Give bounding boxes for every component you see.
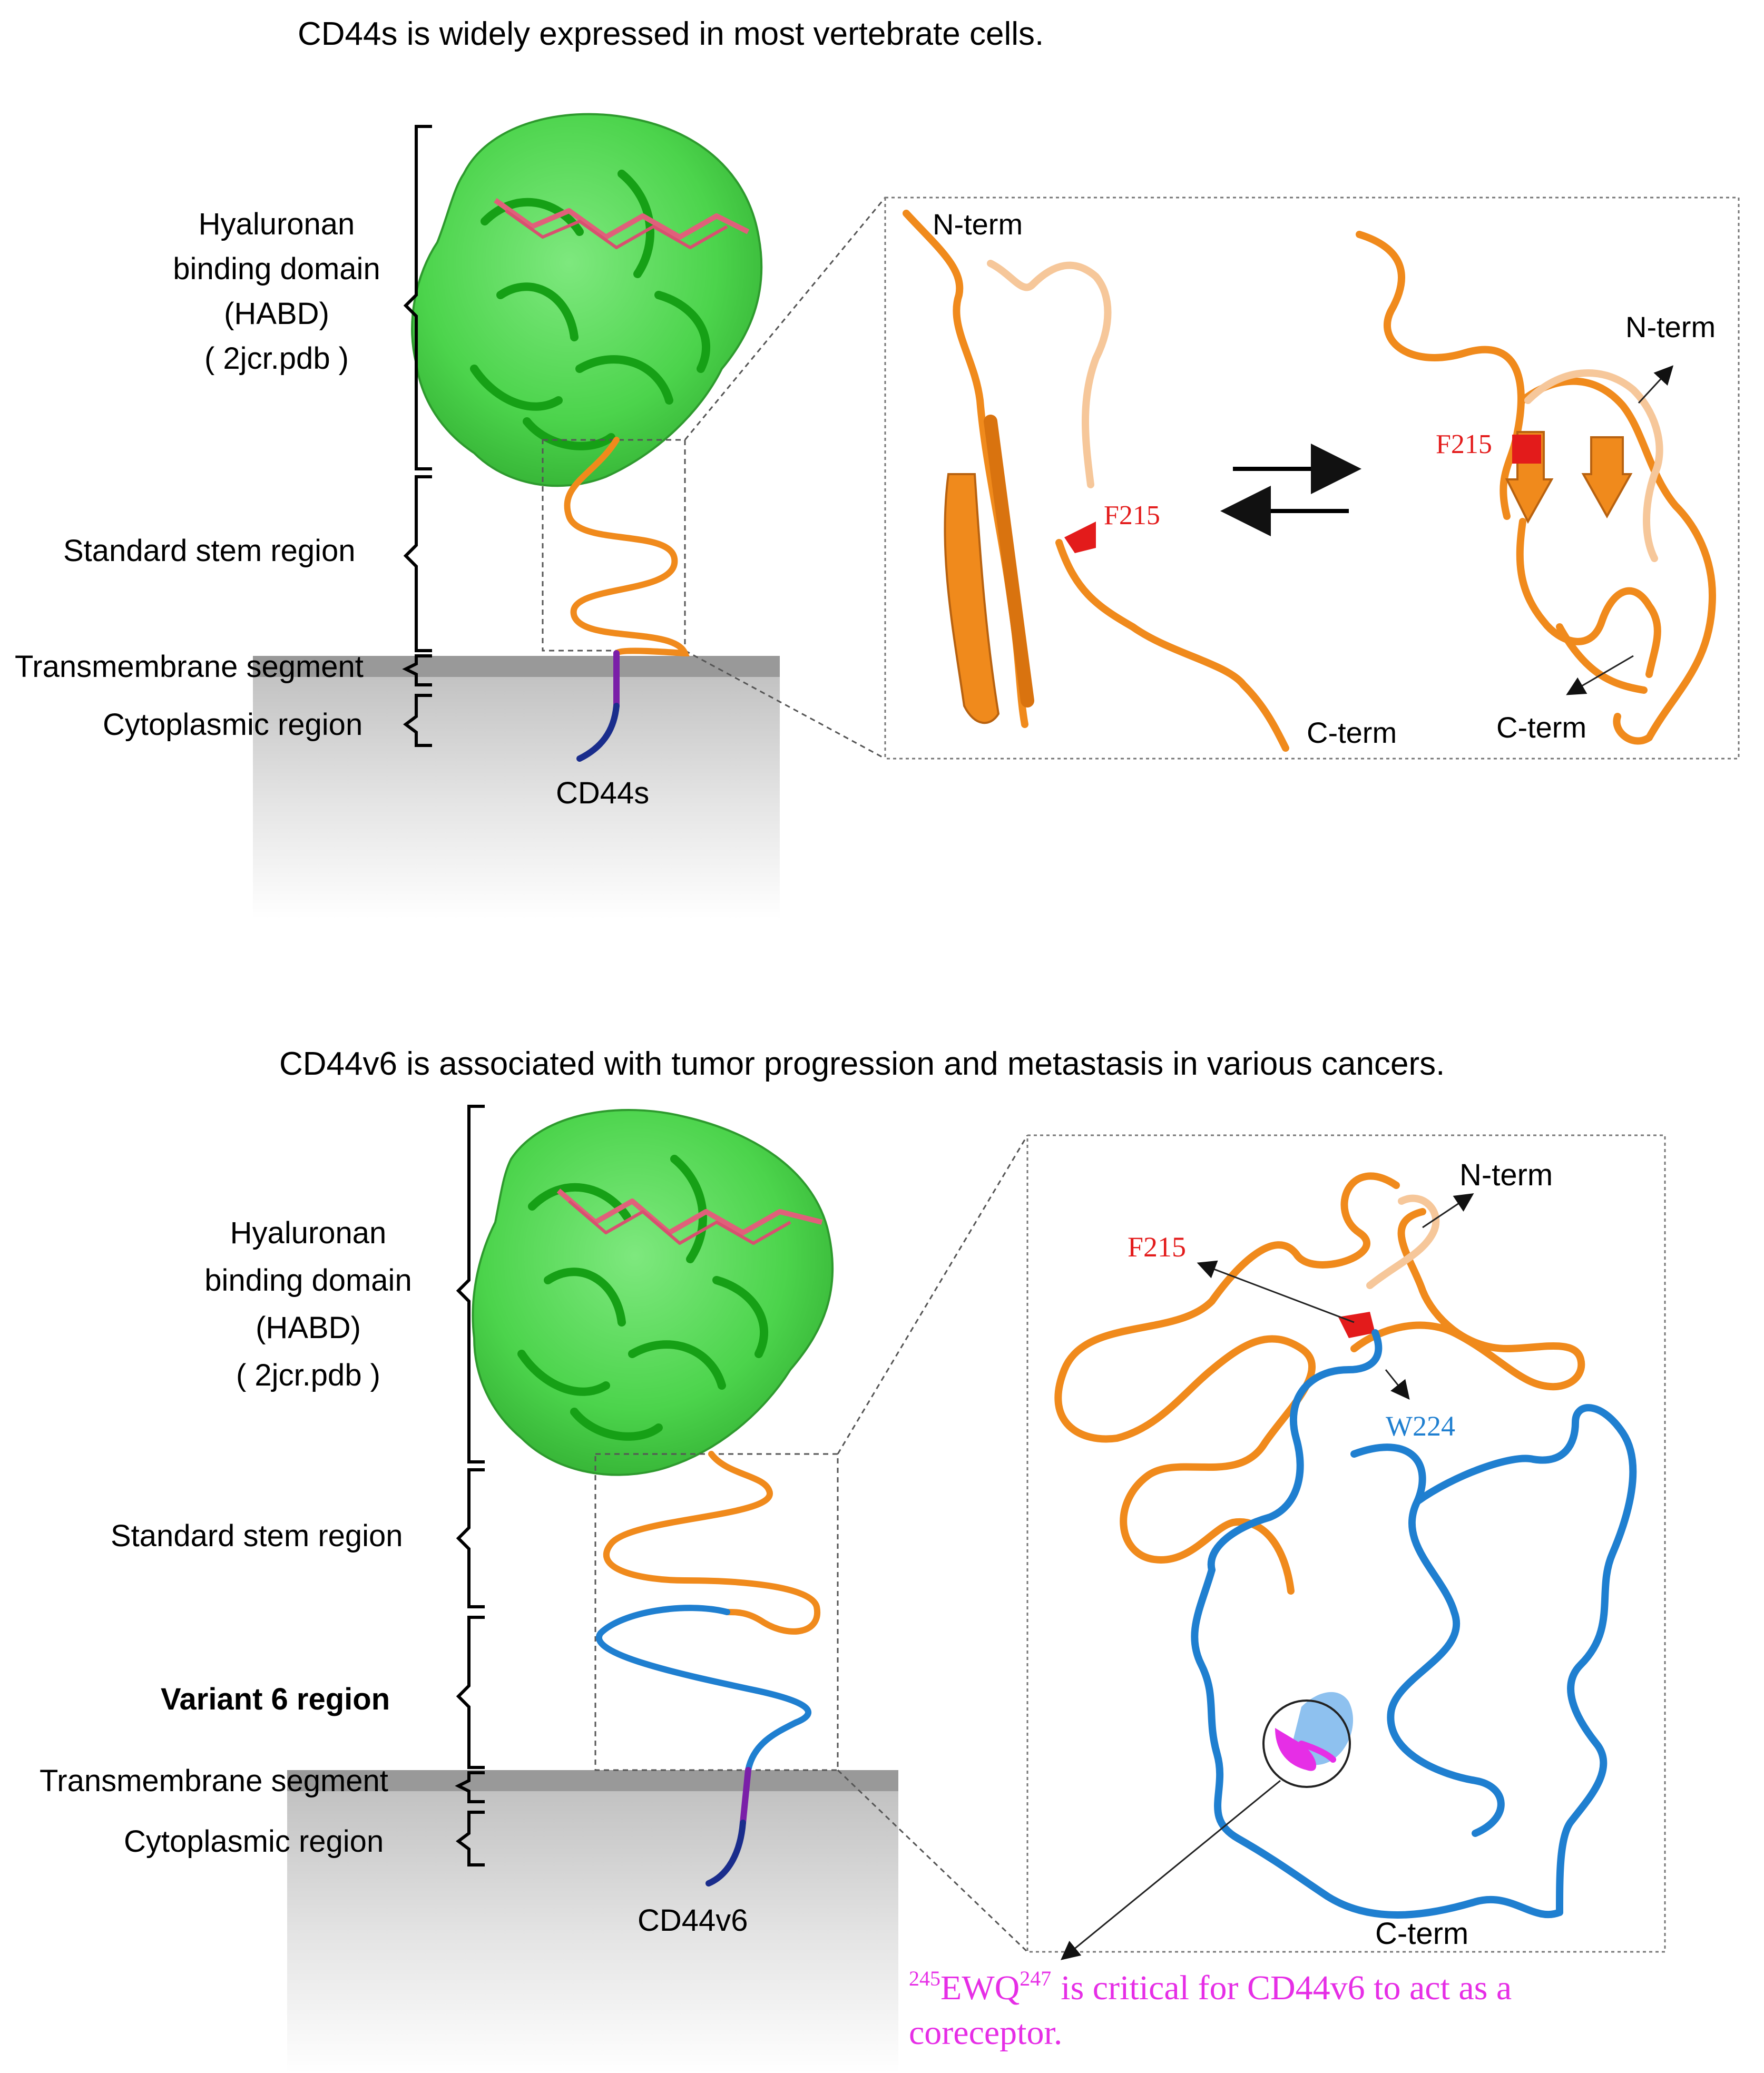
bottom-f215-arrow: [1197, 1260, 1355, 1323]
bottom-zoom-residue-w224: W224: [1386, 1410, 1455, 1442]
top-stem-chain: [564, 437, 690, 657]
top-habd-label-line3: (HABD): [224, 297, 329, 331]
bottom-transmembrane-chain: [740, 1767, 751, 1826]
bottom-protein-label: CD44v6: [638, 1903, 748, 1938]
bottom-stem-zoom-box: [594, 1453, 839, 1771]
bottom-w224-arrow: [1385, 1369, 1410, 1400]
bottom-stem-label: Standard stem region: [111, 1519, 403, 1553]
ewq-note-text: is critical for CD44v6 to act as a: [1061, 1969, 1512, 2007]
bottom-habd-label-line1: Hyaluronan: [230, 1216, 387, 1250]
bottom-variant-chain: [596, 1605, 811, 1773]
bottom-zoom-residue-f215: F215: [1128, 1231, 1186, 1263]
top-stem-brace: [403, 475, 432, 652]
top-tm-brace: [402, 654, 432, 686]
bottom-variant-brace: [456, 1616, 485, 1769]
bottom-zoom-structure: [1054, 1172, 1637, 1919]
top-stem-label: Standard stem region: [63, 534, 356, 568]
ewq-note-superscript-end: 247: [1020, 1967, 1051, 1990]
bottom-variant-label: Variant 6 region: [161, 1682, 390, 1716]
bottom-habd-label-line3: (HABD): [256, 1311, 361, 1345]
bottom-habd-label: Hyaluronan binding domain (HABD) ( 2jcr.…: [204, 1216, 411, 1392]
top-habd-brace: [403, 125, 432, 470]
top-cytoplasmic-chain: [576, 703, 620, 762]
bottom-zoom-connector-lower: [837, 1769, 1028, 1953]
top-habd-label: Hyaluronan binding domain (HABD) ( 2jcr.…: [173, 207, 380, 376]
top-habd-label-line1: Hyaluronan: [199, 207, 355, 241]
top-cyto-brace: [403, 694, 432, 747]
bottom-stem-chain: [603, 1451, 821, 1635]
top-zoom-left-residue: F215: [1104, 500, 1160, 530]
bottom-stem-brace: [456, 1468, 485, 1608]
top-right-cterm-arrow: [1566, 655, 1634, 695]
bottom-habd-label-line4: ( 2jcr.pdb ): [236, 1358, 380, 1392]
bottom-habd-label-line2: binding domain: [204, 1263, 411, 1298]
top-zoom-right-structure: [1356, 231, 1717, 745]
bottom-nterm-arrow: [1422, 1193, 1474, 1229]
top-zoom-right-nterm: N-term: [1625, 310, 1716, 343]
top-habd-structure: [411, 113, 763, 487]
bottom-tm-brace: [455, 1771, 485, 1803]
top-protein-label: CD44s: [556, 776, 649, 810]
top-membrane-surface: [253, 656, 780, 677]
ewq-note-superscript-start: 245: [909, 1967, 940, 1990]
top-zoom-left-structure: [903, 210, 1289, 752]
top-zoom-right-residue: F215: [1436, 429, 1492, 459]
bottom-zoom-cterm: C-term: [1375, 1917, 1468, 1951]
bottom-zoom-nterm: N-term: [1459, 1158, 1553, 1192]
bottom-tm-label: Transmembrane segment: [40, 1764, 388, 1798]
ewq-note-line2: coreceptor.: [909, 2013, 1062, 2052]
bottom-habd-brace: [456, 1105, 485, 1463]
ewq-motif-circle: [1262, 1699, 1351, 1788]
bottom-ewq-arrow: [1061, 1780, 1281, 1960]
bottom-membrane-surface: [287, 1770, 898, 1791]
bottom-habd-structure: [472, 1109, 834, 1476]
top-habd-label-line2: binding domain: [173, 252, 380, 286]
top-zoom-left-nterm: N-term: [933, 208, 1023, 241]
bottom-membrane: [287, 1770, 898, 2073]
ewq-note-motif: EWQ: [940, 1969, 1020, 2007]
top-zoom-left-cterm: C-term: [1307, 716, 1397, 749]
bottom-cyto-label: Cytoplasmic region: [124, 1824, 384, 1859]
top-habd-label-line4: ( 2jcr.pdb ): [204, 341, 349, 376]
top-panel-title: CD44s is widely expressed in most verteb…: [298, 16, 1044, 52]
bottom-cyto-brace: [456, 1811, 485, 1866]
top-membrane: [253, 656, 780, 919]
top-right-nterm-arrow: [1638, 365, 1674, 404]
bottom-zoom-connector-upper: [837, 1135, 1028, 1455]
ewq-note-line1: 245EWQ247 is critical for CD44v6 to act a…: [909, 1967, 1512, 2007]
top-tm-label: Transmembrane segment: [15, 650, 364, 684]
top-zoom-connector-upper: [684, 197, 886, 440]
bottom-cytoplasmic-chain: [705, 1820, 746, 1887]
top-cyto-label: Cytoplasmic region: [103, 708, 362, 742]
bottom-panel-title: CD44v6 is associated with tumor progress…: [279, 1046, 1445, 1082]
top-zoom-right-cterm: C-term: [1496, 711, 1586, 744]
